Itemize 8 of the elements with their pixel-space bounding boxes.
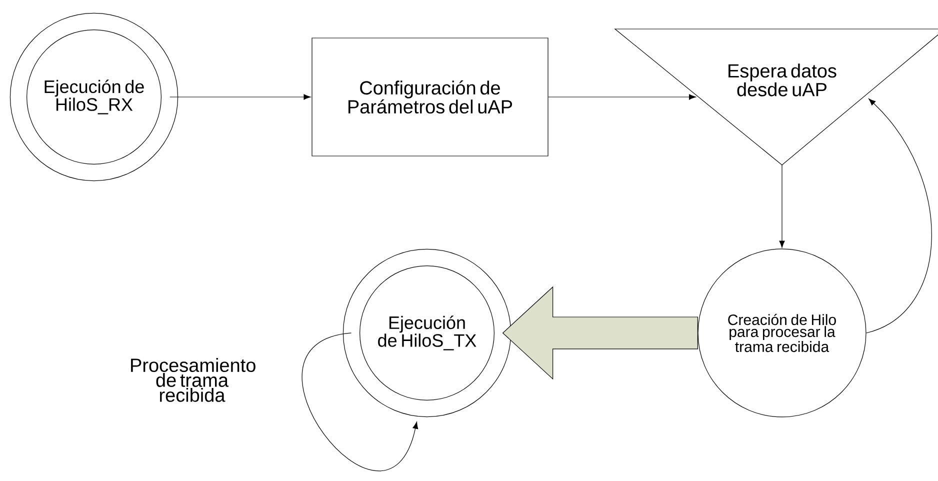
block-arrow xyxy=(502,286,698,380)
arrow xyxy=(779,164,785,248)
arrow xyxy=(548,94,696,100)
edge-label: Procesamiento de trama recibida xyxy=(131,358,256,402)
arrow xyxy=(302,332,418,471)
arrow xyxy=(866,98,932,334)
process-box: Configuración de Parámetros del uAP xyxy=(312,38,548,156)
arrow xyxy=(170,94,311,100)
